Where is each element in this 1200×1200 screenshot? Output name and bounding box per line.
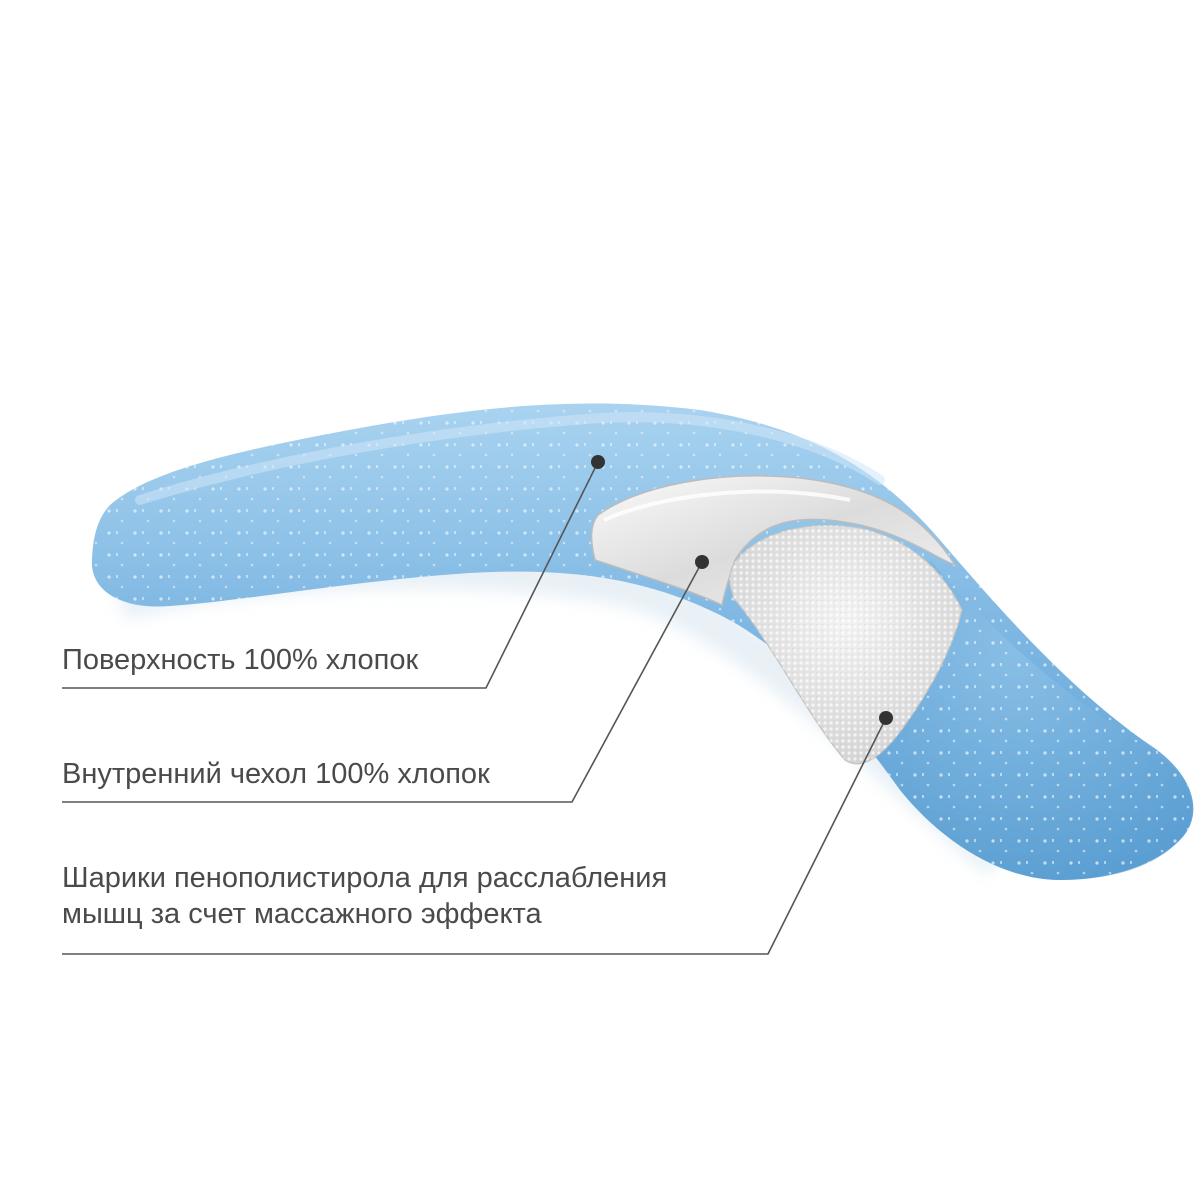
leader-line-inner-cover — [62, 561, 703, 803]
callout-filling-label: Шарики пенополистирола для расслабления … — [62, 860, 667, 932]
callout-filling-line1: Шарики пенополистирола для расслабления — [62, 862, 668, 894]
anchor-dot-inner-cover — [695, 555, 709, 569]
inner-cover-cutaway — [590, 475, 957, 607]
leader-line-filling — [62, 717, 887, 955]
callout-inner-cover-label: Внутренний чехол 100% хлопок — [62, 758, 490, 790]
leader-lines — [62, 461, 887, 955]
anchor-dot-surface — [591, 455, 605, 469]
leader-line-surface — [62, 461, 599, 689]
foam-filling-cutaway — [729, 524, 963, 765]
anchor-dot-filling — [879, 711, 893, 725]
callout-surface-label: Поверхность 100% хлопок — [62, 644, 419, 676]
callout-filling-line2: мышц за счет массажного эффекта — [62, 898, 542, 930]
